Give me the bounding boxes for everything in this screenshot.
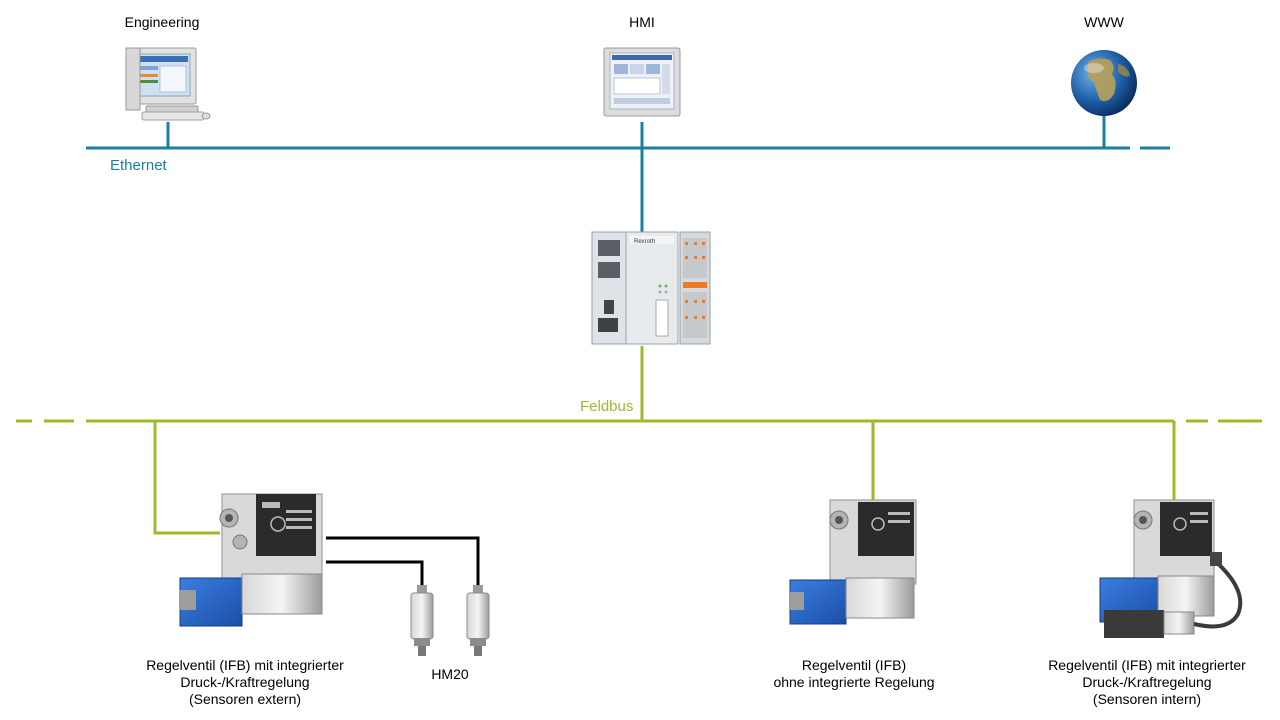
hmi-panel-icon bbox=[603, 47, 681, 117]
feldbus-label: Feldbus bbox=[580, 398, 634, 415]
valve-external-drop bbox=[153, 421, 220, 535]
valve-internal-icon bbox=[1099, 499, 1243, 638]
valve-internal-line-3: (Sensoren intern) bbox=[1092, 691, 1202, 707]
valve-external-line-3: (Sensoren extern) bbox=[188, 691, 302, 707]
feldbus-bus bbox=[16, 346, 1262, 535]
valve-plain-icon bbox=[789, 499, 917, 625]
valve-internal-line-1: Regelventil (IFB) mit integrierter bbox=[1048, 657, 1246, 673]
www-label: WWW bbox=[1084, 14, 1124, 30]
ethernet-label: Ethernet bbox=[110, 157, 167, 174]
pressure-sensor-2 bbox=[466, 585, 490, 656]
pressure-sensor-1 bbox=[410, 585, 434, 656]
valve-external-line-1: Regelventil (IFB) mit integrierter bbox=[146, 657, 344, 673]
hm20-label: HM20 bbox=[431, 666, 469, 682]
valve-plain-line-1: Regelventil (IFB) bbox=[801, 657, 907, 673]
valve-external-label: Regelventil (IFB) mit integrierter Druck… bbox=[120, 657, 370, 708]
engineering-label: Engineering bbox=[124, 14, 200, 30]
valve-external-line-2: Druck-/Kraftregelung bbox=[180, 674, 310, 690]
valve-plain-line-2: ohne integrierte Regelung bbox=[773, 674, 935, 690]
controller-brand-text: Rexroth bbox=[634, 239, 655, 245]
valve-external-icon bbox=[179, 493, 323, 627]
valve-internal-label: Regelventil (IFB) mit integrierter Druck… bbox=[1022, 657, 1272, 708]
ethernet-bus bbox=[86, 116, 1170, 232]
valve-plain-label: Regelventil (IFB) ohne integrierte Regel… bbox=[729, 657, 979, 691]
hmi-label: HMI bbox=[629, 14, 655, 30]
globe-icon bbox=[1071, 50, 1137, 116]
valve-internal-line-2: Druck-/Kraftregelung bbox=[1082, 674, 1212, 690]
controller-icon: Rexroth bbox=[591, 231, 711, 345]
computer-icon bbox=[125, 47, 211, 121]
sensor-wires bbox=[326, 536, 480, 585]
